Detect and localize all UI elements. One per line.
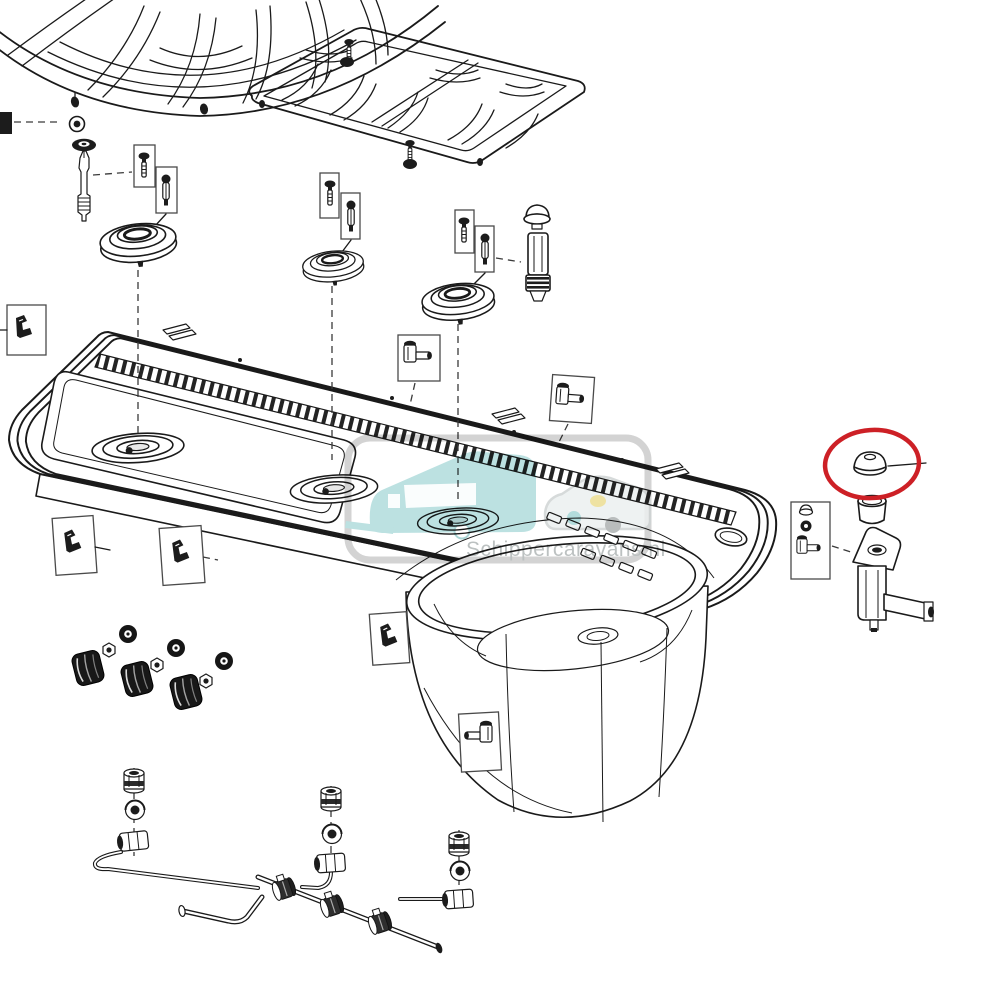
burner-recess [40, 370, 357, 524]
olive [124, 799, 146, 821]
knob-ring [167, 639, 185, 657]
right-assembly [790, 451, 934, 632]
rect-pan-support [248, 26, 586, 169]
control-knob [118, 659, 156, 699]
knob-ring [215, 652, 233, 670]
olive [449, 860, 471, 882]
elbow-fitting [115, 829, 150, 853]
support-foot [70, 96, 80, 108]
burner-ring [300, 246, 367, 290]
olive [321, 823, 343, 845]
elbow-fitting [440, 888, 475, 910]
highlighted-cap [853, 451, 927, 476]
watermark-text: Schippercaravans.nl [466, 538, 666, 561]
knob-nut [150, 657, 164, 673]
fixing-boxes [133, 144, 522, 285]
burner-ring [97, 218, 181, 273]
gas-tap [316, 888, 346, 919]
elbow-fitting [312, 852, 347, 874]
rubber-foot [403, 159, 417, 169]
burner-ring [419, 278, 499, 330]
union-nut [320, 786, 342, 812]
knob-nut [102, 642, 116, 658]
gas-tap [268, 871, 298, 902]
watermark-accent [590, 495, 606, 507]
ignition-plug [523, 204, 551, 302]
control-knob [69, 648, 107, 688]
burner-spindle [77, 150, 91, 222]
mounting-bracket [852, 526, 934, 632]
gas-manifold [92, 768, 475, 954]
rubber-foot [340, 57, 354, 67]
highlight-circle [822, 427, 922, 501]
burner-column-left [0, 112, 133, 222]
knob-ring [119, 625, 137, 643]
cap-small [798, 504, 814, 516]
control-knob [167, 672, 205, 712]
control-knobs [69, 625, 233, 712]
clip-boxes [0, 304, 503, 773]
gas-tap [364, 905, 394, 936]
round-pan-support [0, 0, 446, 117]
rubber-foot-part [0, 112, 12, 134]
part-box [457, 711, 503, 773]
union-nut [448, 831, 470, 857]
support-foot [199, 103, 209, 115]
fixing-tabs [491, 407, 526, 425]
union-nut [123, 768, 145, 794]
sink-bowl [405, 535, 709, 823]
drain-outlet [577, 627, 619, 645]
support-screw [404, 139, 416, 162]
watermark: Schippercaravans.nl [344, 434, 666, 564]
knob-nut [199, 673, 213, 689]
fixing-tabs [162, 323, 197, 341]
sealing-washer [72, 138, 96, 152]
bowl-floor [476, 608, 670, 672]
